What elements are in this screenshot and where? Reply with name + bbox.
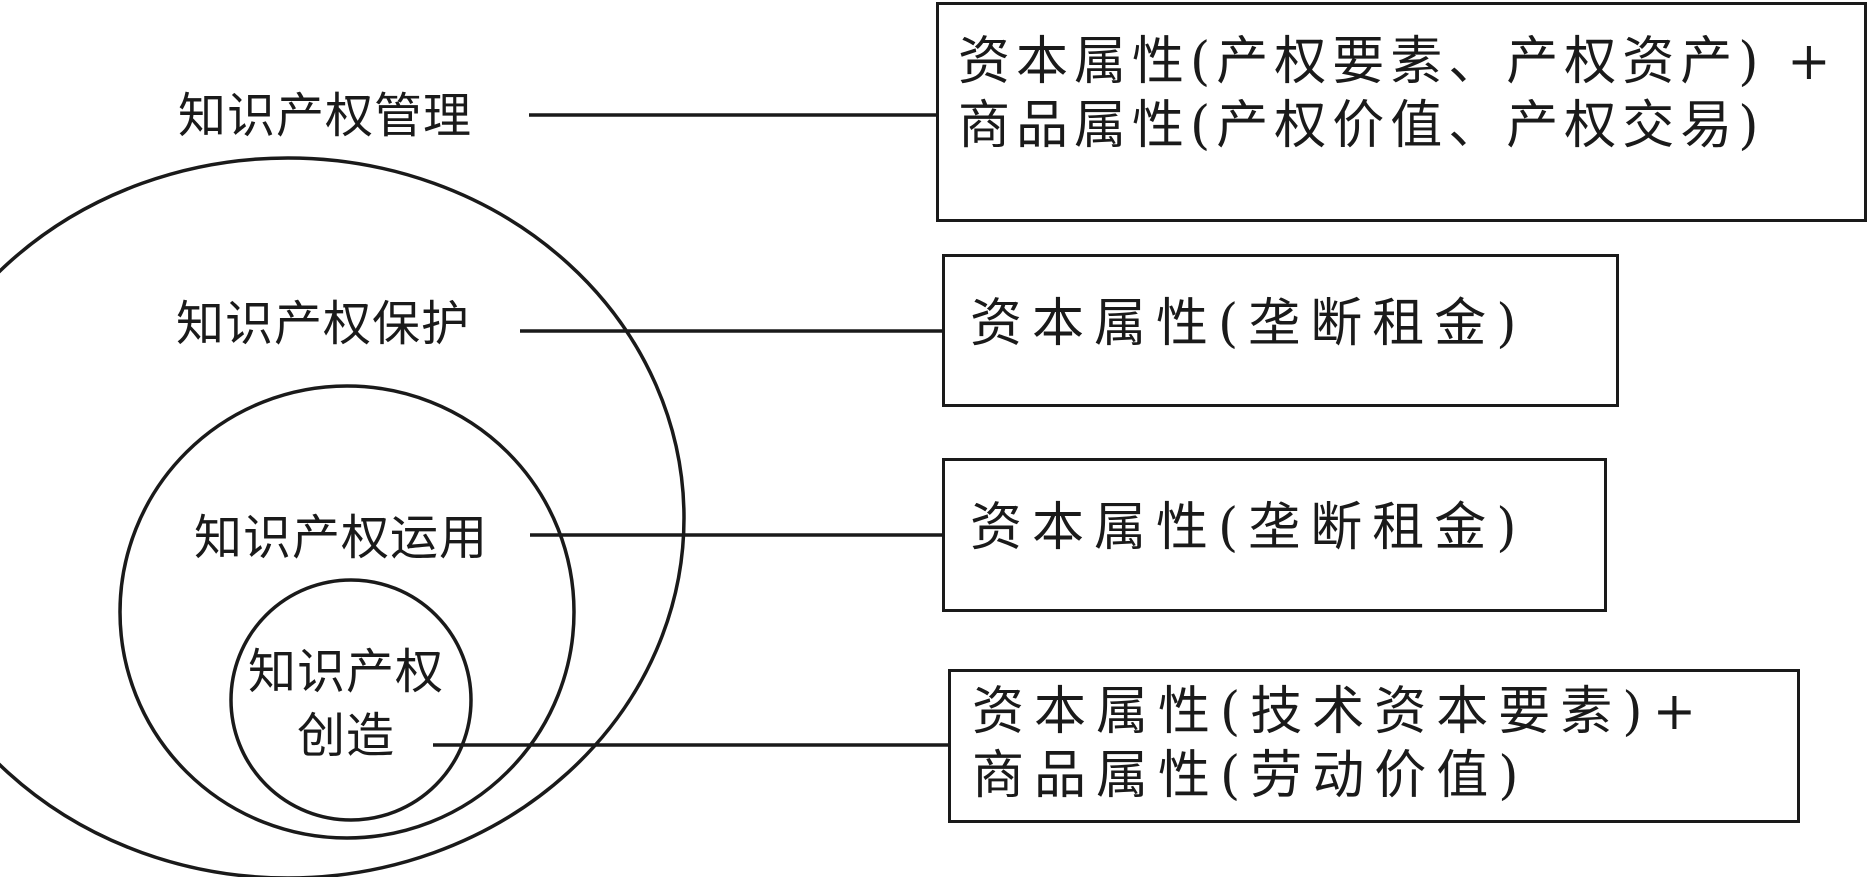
application-label: 知识产权运用 <box>194 510 489 566</box>
management-attribute-box <box>936 2 1867 222</box>
management-attribute-line-2: 商品属性(产权价值、产权交易) <box>958 96 1765 156</box>
creation-label: 知识产权 创造 <box>240 640 452 768</box>
creation-label-line-2: 创造 <box>296 708 395 764</box>
application-attribute-line-1: 资本属性(垄断租金) <box>970 498 1527 558</box>
management-attribute-text: 资本属性(产权要素、产权资产) + 商品属性(产权价值、产权交易) <box>958 30 1837 158</box>
protection-circle <box>0 156 686 877</box>
creation-label-line-1: 知识产权 <box>247 644 444 700</box>
creation-attribute-line-2: 商品属性(劳动价值) <box>972 746 1529 806</box>
creation-attribute-box <box>948 669 1800 823</box>
creation-attribute-line-1: 资本属性(技术资本要素)+ <box>972 682 1707 742</box>
application-attribute-text: 资本属性(垄断租金) <box>970 496 1527 560</box>
protection-attribute-box <box>942 254 1619 407</box>
management-label: 知识产权管理 <box>178 88 473 144</box>
protection-attribute-text: 资本属性(垄断租金) <box>970 292 1527 356</box>
creation-attribute-text: 资本属性(技术资本要素)+ 商品属性(劳动价值) <box>972 680 1706 808</box>
application-circle <box>118 384 576 840</box>
protection-label: 知识产权保护 <box>176 296 471 352</box>
application-attribute-box <box>942 458 1607 612</box>
creation-circle <box>229 578 473 822</box>
management-attribute-line-1: 资本属性(产权要素、产权资产) + <box>958 32 1837 92</box>
protection-attribute-line-1: 资本属性(垄断租金) <box>970 294 1527 354</box>
